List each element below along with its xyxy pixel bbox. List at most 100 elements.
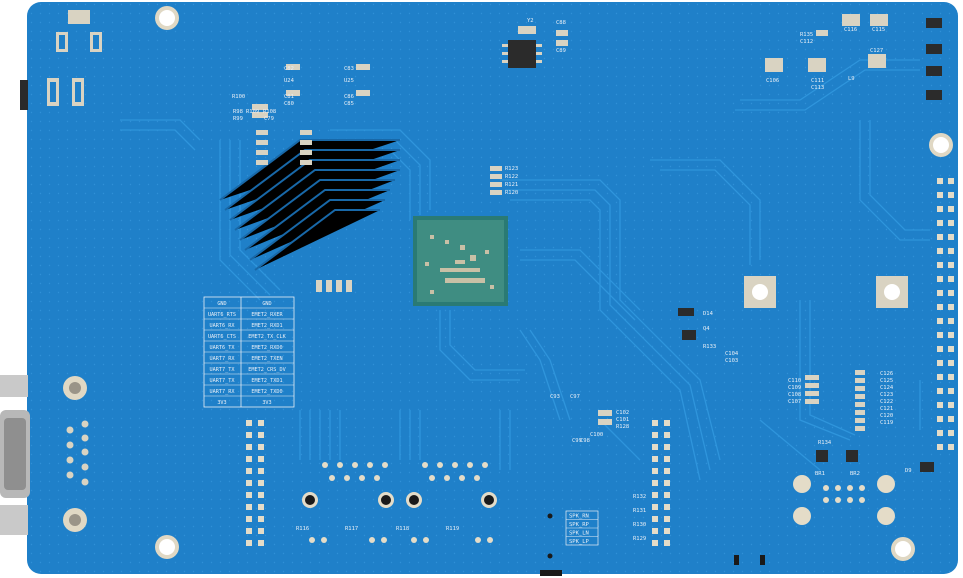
refdes: C85 — [344, 101, 354, 107]
refdes: C93 — [550, 394, 560, 400]
refdes: R129 — [633, 536, 646, 542]
refdes: R123 — [505, 166, 518, 172]
speaker-labels: SPK_RN SPK_RP SPK_LN SPK_LP — [540, 510, 599, 576]
refdes: C113 — [811, 85, 824, 91]
db9-pin-holes — [66, 420, 89, 486]
refdes: C102 — [616, 410, 629, 416]
refdes: R109 — [246, 109, 259, 115]
pin-table-cell: UART7_TX — [210, 378, 236, 384]
refdes: Y2 — [527, 18, 534, 24]
refdes: U24 — [284, 78, 295, 84]
pin-table-cell: UART7_RX — [210, 356, 236, 362]
refdes: Q4 — [703, 326, 710, 332]
refdes: C89 — [556, 48, 566, 54]
spk-label: SPK_RN — [569, 514, 589, 520]
left-header-pins — [246, 420, 264, 546]
soc-footprint — [413, 216, 508, 306]
refdes: C106 — [766, 78, 779, 84]
audio-pad-rows — [322, 462, 488, 481]
pin-table-cell: EMET2_RXD1 — [251, 323, 282, 329]
refdes: R130 — [633, 522, 646, 528]
pin-table-cell: UART7_TX — [210, 367, 236, 373]
pin-table-cell: GND — [262, 301, 271, 307]
refdes: R122 — [505, 174, 518, 180]
refdes: R118 — [396, 526, 409, 532]
refdes: C110 — [788, 378, 801, 384]
refdes: C127 — [870, 48, 883, 54]
refdes: R131 — [633, 508, 646, 514]
mounting-holes — [63, 6, 953, 561]
refdes: R117 — [345, 526, 358, 532]
refdes: R133 — [703, 344, 716, 350]
refdes: C109 — [788, 385, 801, 391]
refdes: R98 — [233, 109, 243, 115]
pin-table-cell: UART7_RX — [210, 389, 236, 395]
refdes: BR1 — [815, 471, 825, 477]
refdes: R99 — [233, 116, 243, 122]
power-connector-cluster — [793, 475, 895, 525]
spk-label: SPK_LN — [569, 531, 589, 537]
refdes: R116 — [296, 526, 309, 532]
refdes: C123 — [880, 392, 893, 398]
refdes: C88 — [556, 20, 566, 26]
refdes: L9 — [848, 76, 855, 82]
refdes: C108 — [788, 392, 801, 398]
refdes: R100 — [232, 94, 245, 100]
refdes: R132 — [633, 494, 646, 500]
refdes: R119 — [446, 526, 459, 532]
refdes: C98 — [580, 438, 590, 444]
refdes: R120 — [505, 190, 518, 196]
refdes: C125 — [880, 378, 893, 384]
refdes: D14 — [703, 311, 714, 317]
pin-table-cell: UART6_RTS — [208, 312, 236, 318]
refdes: C101 — [616, 417, 629, 423]
pin-table: GND GND UART6_RTS EMET2_RXER UART6_RX EM… — [203, 296, 295, 408]
refdes: C126 — [880, 371, 893, 377]
smd-components — [252, 14, 942, 472]
refdes: C112 — [800, 39, 813, 45]
spk-label: SPK_LP — [569, 539, 590, 545]
bottom-edge-connectors — [734, 555, 765, 565]
refdes: C103 — [725, 358, 738, 364]
refdes: C120 — [880, 413, 893, 419]
refdes: C111 — [811, 78, 824, 84]
pin-table-cell: 3V3 — [217, 400, 226, 406]
pin-table-cell: EMET2_TX_CLK — [248, 334, 286, 340]
refdes: C124 — [880, 385, 894, 391]
pin-table-cell: 3V3 — [262, 400, 271, 406]
refdes: C79 — [264, 116, 274, 122]
tactile-switches — [302, 492, 497, 543]
middle-header-pins — [652, 420, 670, 546]
refdes: C99 — [572, 438, 582, 444]
pin-table-cell: EMET2_RXER — [251, 312, 283, 318]
refdes: C116 — [844, 27, 857, 33]
pin-table-cell: GND — [217, 301, 226, 307]
refdes: C104 — [725, 351, 739, 357]
refdes: C80 — [284, 101, 294, 107]
refdes: C97 — [570, 394, 580, 400]
refdes: U25 — [344, 78, 354, 84]
refdes: R121 — [505, 182, 518, 188]
refdes: C107 — [788, 399, 801, 405]
refdes: C121 — [880, 406, 893, 412]
refdes: R108 — [263, 109, 276, 115]
copper-traces — [120, 59, 930, 481]
refdes: C122 — [880, 399, 893, 405]
pin-table-cell: EMET2_RXD0 — [251, 345, 282, 351]
refdes: C81 — [284, 94, 294, 100]
left-connectors — [0, 10, 102, 535]
refdes: R135 — [800, 32, 813, 38]
right-edge-header-pins — [937, 178, 954, 450]
refdes: C115 — [872, 27, 885, 33]
pin-table-cell: EMET2_TXD1 — [251, 378, 282, 384]
pin-table-cell: EMET2_TXEN — [251, 356, 282, 362]
square-standoffs — [744, 276, 908, 308]
refdes: C86 — [344, 94, 354, 100]
spk-label: SPK_RP — [569, 522, 590, 528]
pin-table-cell: UART6_TX — [210, 345, 236, 351]
refdes: R134 — [818, 440, 832, 446]
refdes: C119 — [880, 420, 893, 426]
refdes-labels: R100 R98 R99 R109 R108 C79 C82 C81 C80 U… — [232, 18, 912, 542]
refdes: C82 — [284, 66, 294, 72]
